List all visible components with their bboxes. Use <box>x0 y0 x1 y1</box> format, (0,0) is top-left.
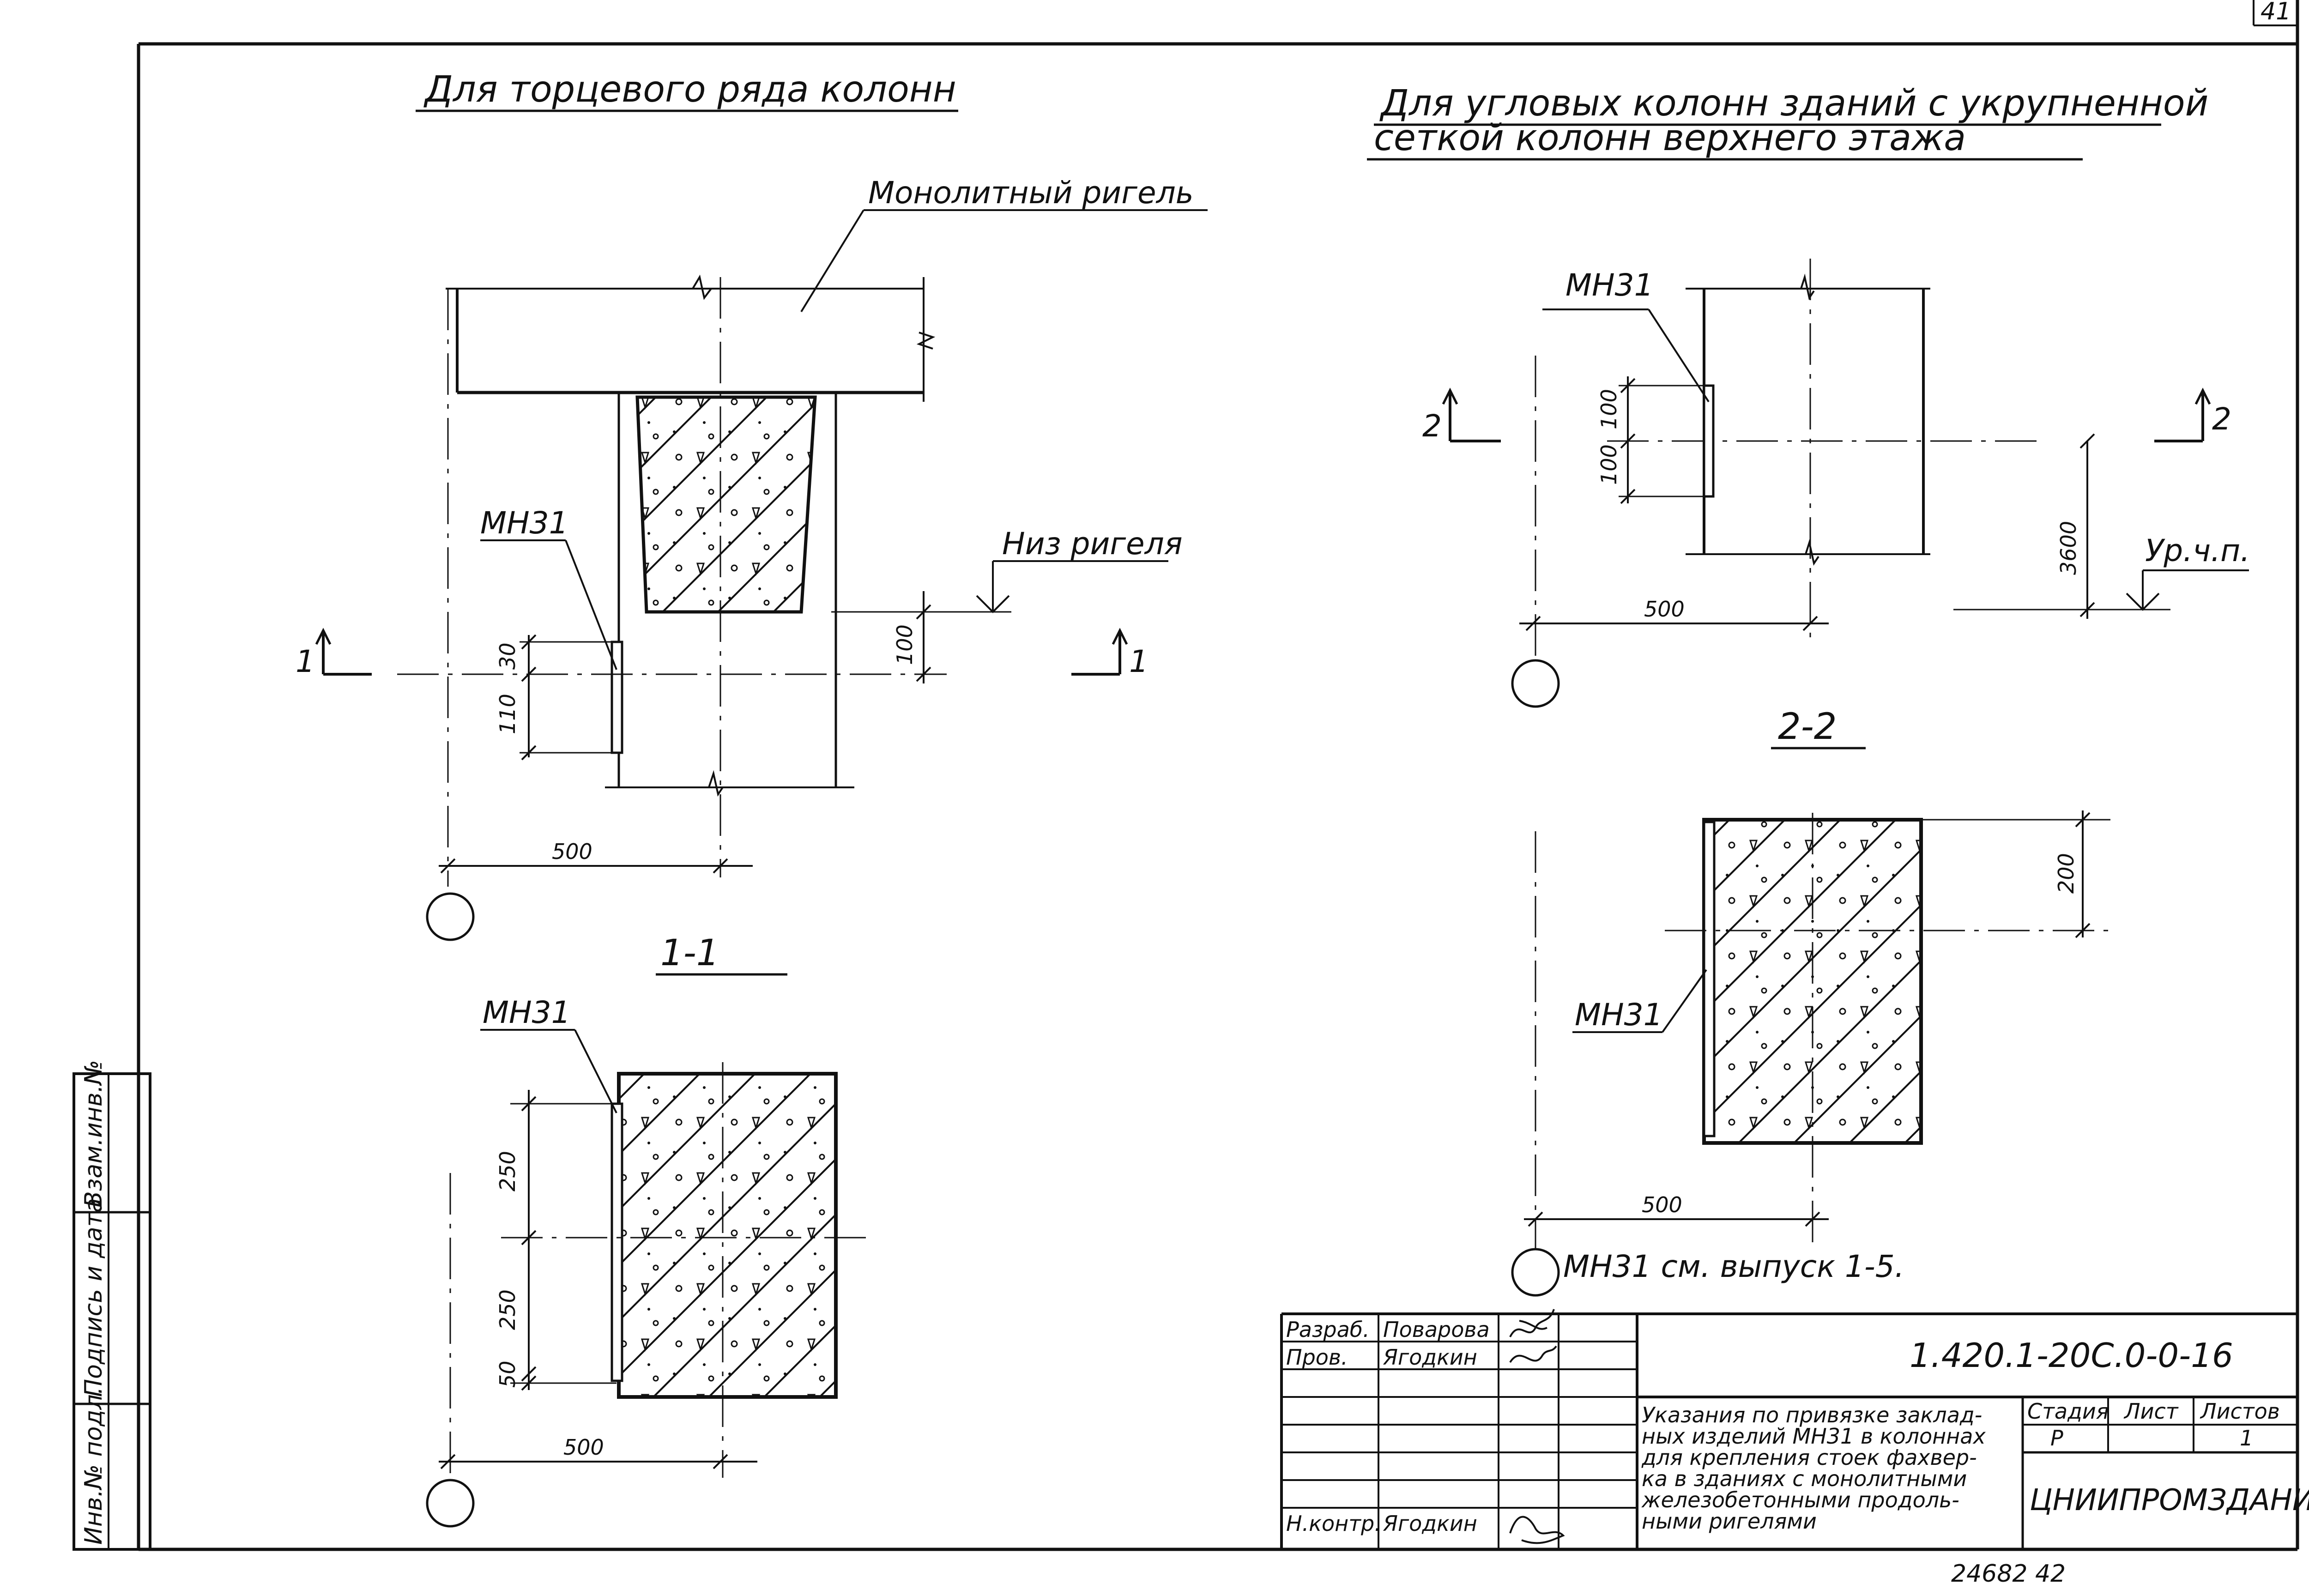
embedded-part-mn31-right <box>1703 384 1715 498</box>
dim-500: 500 <box>552 839 592 864</box>
side-stamp-cell-1: Инв.№ подл. <box>80 1387 108 1545</box>
dim-110: 110 <box>495 694 520 734</box>
signature-2 <box>1509 1345 1557 1363</box>
tb-stage-header: Стадия <box>2027 1399 2109 1424</box>
tb-desc-1: Указания по привязке заклад- <box>1642 1403 1982 1427</box>
axis-dimension-500-right <box>1511 616 1829 708</box>
cut-mark-right: 1 <box>1129 644 1148 679</box>
side-stamp: Инв.№ подл. Подпись и дата Взам.инв.№ <box>73 1060 151 1551</box>
part-label-section-2: МН31 <box>1575 997 1663 1033</box>
signature-1 <box>1509 1309 1555 1337</box>
signature-3 <box>1509 1516 1565 1544</box>
axis-bubble-section-2 <box>1511 1248 1560 1297</box>
left-panel: Для торцевого ряда колонн Монолитный риг… <box>296 69 1208 1528</box>
cut-mark-right-right-panel: 2 <box>2212 401 2231 437</box>
tb-name-7: Ягодкин <box>1383 1511 1477 1536</box>
column <box>447 277 854 887</box>
beam-label: Монолитный ригель <box>868 175 1194 211</box>
tb-desc-4: ка в зданиях с монолитными <box>1642 1466 1967 1491</box>
designation: 1.420.1-20С.0-0-16 <box>1910 1336 2233 1375</box>
axis-bubble <box>426 892 475 941</box>
axis-dimension-500 <box>426 858 753 941</box>
part-label-right: МН31 <box>1566 267 1654 303</box>
monolithic-beam <box>446 274 936 402</box>
part-dimensions-right <box>1619 376 1706 504</box>
section-2-2 <box>1511 810 2110 1297</box>
beam-bottom-label: Низ ригеля <box>1002 526 1183 562</box>
tb-desc-6: ными ригелями <box>1642 1509 1817 1534</box>
section-1-1 <box>426 1062 868 1528</box>
tb-sheets-value: 1 <box>2240 1426 2253 1451</box>
note-mn31: МН31 см. выпуск 1-5. <box>1563 1249 1904 1284</box>
side-stamp-cell-3: Взам.инв.№ <box>80 1060 108 1208</box>
tb-desc-2: ных изделий МН31 в колоннах <box>1642 1424 1986 1449</box>
axis-bubble-right <box>1511 659 1560 708</box>
cut-marks-2 <box>1442 387 2211 442</box>
cut-marks-1 <box>315 628 1128 676</box>
part-label-section-1: МН31 <box>483 995 571 1030</box>
right-title-line2: сеткой колонн верхнего этажа <box>1374 117 1966 159</box>
dim-100: 100 <box>892 624 917 665</box>
section-title-2: 2-2 <box>1778 706 1837 748</box>
tb-role-1: Разраб. <box>1286 1317 1370 1342</box>
dim-500-section-2: 500 <box>1642 1192 1682 1217</box>
part-label-left: МН31 <box>480 505 568 541</box>
tb-organization: ЦНИИПРОМЗДАНИЙ <box>2030 1482 2309 1517</box>
beam-bottom-marker <box>831 560 1168 683</box>
sheet-number: 41 <box>2261 0 2291 25</box>
dim-100-top-right: 100 <box>1596 389 1621 429</box>
axis-bubble-section <box>426 1479 475 1528</box>
tb-name-1: Поварова <box>1383 1317 1490 1342</box>
part-dimensions <box>397 634 947 761</box>
right-panel: Для угловых колонн зданий с укрупненной … <box>1367 83 2250 1297</box>
side-stamp-cell-2: Подпись и дата <box>80 1198 108 1397</box>
tb-desc-3: для крепления стоек фахвер- <box>1641 1445 1977 1470</box>
cut-mark-left: 1 <box>296 644 315 679</box>
left-title: Для торцевого ряда колонн <box>423 69 956 110</box>
sheet-frame <box>137 0 2299 1551</box>
dim-200: 200 <box>2054 853 2079 894</box>
tb-sheet-header: Лист <box>2123 1399 2179 1424</box>
dim-500-right: 500 <box>1644 597 1685 622</box>
title-block: 1.420.1-20С.0-0-16 Разраб. Поварова Пров… <box>1280 1309 2309 1549</box>
tb-role-7: Н.контр. <box>1286 1511 1381 1536</box>
floor-label: Ур.ч.п. <box>2145 533 2250 568</box>
dim-100-bottom-right: 100 <box>1596 444 1621 485</box>
dim-500-section-1: 500 <box>563 1435 604 1460</box>
tb-sheets-header: Листов <box>2200 1399 2280 1424</box>
section-title-1: 1-1 <box>660 932 719 974</box>
tb-name-2: Ягодкин <box>1383 1345 1477 1370</box>
dim-3600: 3600 <box>2056 521 2081 575</box>
dim-250-bottom: 250 <box>495 1289 520 1330</box>
dim-250-top: 250 <box>495 1151 520 1191</box>
tb-desc-5: железобетонными продоль- <box>1641 1487 1959 1512</box>
right-title-line1: Для угловых колонн зданий с укрупненной <box>1379 83 2208 124</box>
cut-mark-left-right-panel: 2 <box>1422 408 1442 444</box>
corner-column <box>1535 259 2046 670</box>
dim-50: 50 <box>495 1360 520 1388</box>
embedded-part-mn31 <box>610 641 623 754</box>
tb-stage-value: Р <box>2050 1426 2063 1451</box>
dim-30: 30 <box>495 642 520 670</box>
floor-level-marker <box>1953 433 2249 619</box>
tb-role-2: Пров. <box>1286 1345 1348 1370</box>
bottom-number: 24682 42 <box>1951 1560 2066 1588</box>
